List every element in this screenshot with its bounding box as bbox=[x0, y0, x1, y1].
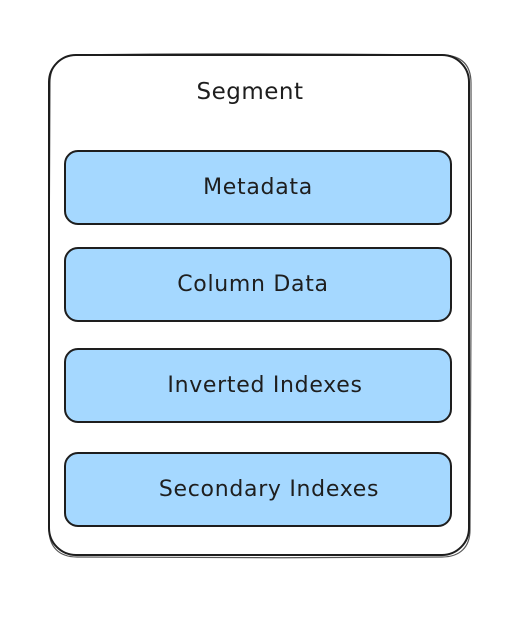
metadata-layer: Metadata bbox=[64, 150, 452, 225]
metadata-label: Metadata bbox=[203, 174, 313, 200]
secondary-indexes-label: Secondary Indexes bbox=[158, 476, 380, 502]
secondary-indexes-layer: Secondary Indexes bbox=[64, 452, 452, 527]
column-data-label: Column Data bbox=[177, 271, 329, 297]
inverted-indexes-layer: Inverted Indexes bbox=[64, 348, 452, 423]
segment-title: Segment bbox=[196, 79, 304, 105]
inverted-indexes-label: Inverted Indexes bbox=[167, 372, 363, 398]
column-data-layer: Column Data bbox=[64, 247, 452, 322]
